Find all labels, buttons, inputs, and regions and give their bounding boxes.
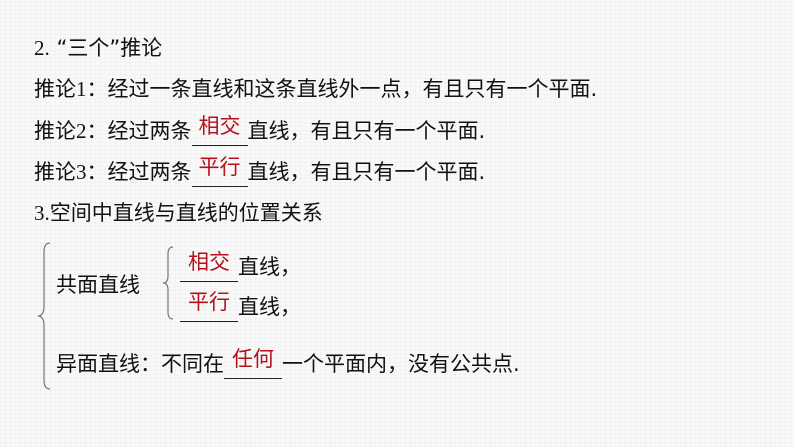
skew-lines-row: 异面直线：不同在任何一个平面内，没有公共点. — [56, 347, 520, 379]
colon: ： — [86, 160, 108, 184]
heading-title: 空间中直线与直线的位置关系 — [49, 201, 323, 225]
heading-number: 3. — [34, 201, 50, 225]
section-heading-3: 3.空间中直线与直线的位置关系 — [34, 199, 323, 227]
item-suffix: 直线， — [238, 255, 301, 279]
coplanar-lines-label: 共面直线 — [56, 273, 140, 297]
item-suffix: 直线， — [238, 295, 301, 319]
answer-text: 平行 — [188, 290, 230, 314]
inner-brace-icon — [162, 246, 174, 320]
answer-text: 相交 — [188, 250, 230, 274]
corollary-suffix: 直线，有且只有一个平面. — [247, 160, 486, 184]
colon: ： — [86, 119, 108, 143]
corollary-1: 推论1：经过一条直线和这条直线外一点，有且只有一个平面. — [34, 75, 597, 103]
colon: ： — [86, 77, 108, 101]
answer-blank: 相交 — [191, 114, 248, 146]
coplanar-item-intersecting: 相交直线， — [180, 250, 301, 282]
skew-suffix: 一个平面内，没有公共点. — [282, 352, 520, 376]
answer-blank: 相交 — [180, 250, 238, 282]
skew-lines-label: 异面直线： — [56, 352, 161, 376]
corollary-suffix: 直线，有且只有一个平面. — [247, 119, 486, 143]
corollary-text: 经过一条直线和这条直线外一点，有且只有一个平面. — [107, 77, 598, 101]
corollary-number: 2 — [76, 119, 87, 143]
corollary-number: 3 — [76, 160, 87, 184]
section-heading-2: 2. “三个”推论 — [34, 34, 162, 62]
answer-blank: 平行 — [180, 290, 238, 322]
answer-text: 平行 — [198, 155, 241, 179]
heading-title: “三个”推论 — [56, 36, 163, 60]
corollary-prefix: 经过两条 — [107, 160, 192, 184]
coplanar-item-parallel: 平行直线， — [180, 290, 301, 322]
answer-text: 任何 — [232, 347, 274, 371]
corollary-number: 1 — [76, 77, 87, 101]
heading-number: 2. — [34, 36, 50, 60]
skew-prefix: 不同在 — [161, 352, 224, 376]
corollary-prefix: 经过两条 — [107, 119, 192, 143]
corollary-label: 推论 — [34, 119, 76, 143]
corollary-label: 推论 — [34, 160, 76, 184]
corollary-label: 推论 — [34, 77, 76, 101]
answer-blank: 平行 — [191, 155, 248, 187]
answer-blank: 任何 — [224, 347, 282, 379]
outer-brace-icon — [37, 242, 51, 390]
corollary-3: 推论3：经过两条平行直线，有且只有一个平面. — [34, 155, 486, 187]
answer-text: 相交 — [198, 114, 241, 138]
corollary-2: 推论2：经过两条相交直线，有且只有一个平面. — [34, 114, 486, 146]
